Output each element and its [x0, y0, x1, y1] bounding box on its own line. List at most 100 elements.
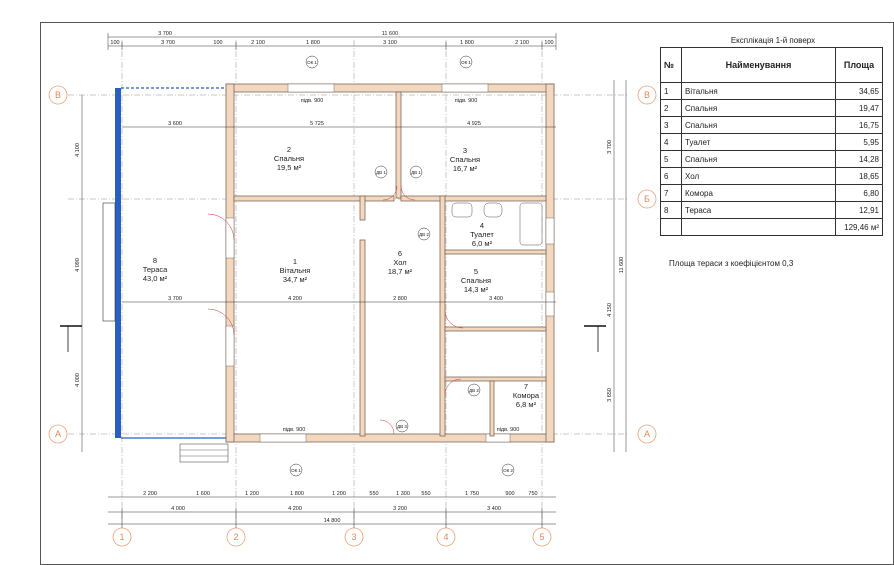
- row-name: Хол: [681, 167, 836, 185]
- bottom-dimensions: 4 000 4 200 3 200 3 400 14 800 2 200 1 6…: [108, 491, 556, 528]
- dim-bp-7: 550: [421, 491, 430, 497]
- dim-bp-2: 1 200: [245, 491, 259, 497]
- row-num: 6: [660, 167, 682, 185]
- row-area: 19,47: [835, 99, 883, 117]
- exterior-walls: [225, 83, 555, 443]
- entrance-steps: [179, 443, 229, 463]
- opening-dv2-a: ДВ 2: [419, 232, 429, 237]
- total-row: 129,46 м²: [660, 218, 883, 236]
- dim-top-j: 100: [544, 40, 553, 46]
- dim-inner-5: 2 800: [393, 296, 407, 302]
- explication-title: Експлікація 1-й поверх: [730, 36, 816, 45]
- toilet: [483, 202, 503, 218]
- header-name: Найменування: [681, 47, 836, 83]
- room-7-area: 6,8 м²: [516, 400, 537, 409]
- room-3-name: Спальня: [450, 155, 480, 164]
- table-row: 4 Туалет 5,95: [660, 133, 883, 151]
- dim-bottom-axis-2: 4 200: [288, 506, 302, 512]
- opening-dv1-b: ДВ 1: [411, 170, 421, 175]
- dim-right-b: 4 150: [607, 303, 613, 317]
- total-area: 129,46 м²: [835, 218, 883, 236]
- total-blank-b: [681, 218, 836, 236]
- dim-inner-3: 3 700: [168, 296, 182, 302]
- room-7-name: Комора: [513, 391, 540, 400]
- table-row: 6 Хол 18,65: [660, 167, 883, 185]
- dim-left-a: 4 100: [75, 143, 81, 157]
- room-6-num: 6: [398, 249, 402, 258]
- room-2-num: 2: [287, 145, 291, 154]
- room-6-name: Хол: [393, 258, 406, 267]
- axis-bubbles: 1 2 3 4 5 В А В Б А: [48, 85, 657, 547]
- room-8-area: 43,0 м²: [143, 274, 168, 283]
- room-labels: 8 Тераса 43,0 м² 2 Спальня 19,5 м² 3 Спа…: [143, 145, 540, 409]
- opening-dv2-b: ДВ 2: [469, 388, 479, 393]
- header-area: Площа: [835, 47, 883, 83]
- dim-inner-6: 3 400: [489, 296, 503, 302]
- axis-bubble-a-left: [48, 424, 68, 444]
- dim-bp-6: 1 300: [396, 491, 410, 497]
- axis-bubble-v-left: [48, 85, 68, 105]
- inner-dimensions: 3 600 5 725 4 925 3 700 4 200 2 800 3 40…: [122, 121, 556, 303]
- room-5-name: Спальня: [461, 276, 491, 285]
- explication-table: № Найменування Площа 1 Вітальня 34,65 2 …: [660, 47, 883, 236]
- room-8-num: 8: [153, 256, 157, 265]
- dim-bottom-axis-4: 3 400: [487, 506, 501, 512]
- opening-dv1-a: ДВ 1: [376, 170, 386, 175]
- room-4-name: Туалет: [470, 230, 494, 239]
- dim-bp-10: 750: [528, 491, 537, 497]
- axis-bubble-b-right: [637, 189, 657, 209]
- row-name: Тераса: [681, 201, 836, 219]
- row-name: Комора: [681, 184, 836, 202]
- room-1-area: 34,7 м²: [283, 275, 308, 284]
- row-name: Туалет: [681, 133, 836, 151]
- dim-bottom-total: 14 800: [324, 518, 341, 524]
- table-row: 7 Комора 6,80: [660, 184, 883, 202]
- dim-top-total: 11 600: [382, 31, 398, 37]
- room-1-num: 1: [293, 257, 297, 266]
- top-dimensions: 11 600 3 700 100 3 700 100 2 100 1 800 3…: [107, 31, 557, 50]
- room-2-name: Спальня: [274, 154, 304, 163]
- axis-bubble-a-right: [637, 424, 657, 444]
- row-num: 5: [660, 150, 682, 168]
- dim-inner-2: 4 925: [467, 121, 481, 127]
- row-area: 18,65: [835, 167, 883, 185]
- axis-label-4: 4: [443, 532, 448, 542]
- dim-inner-1: 5 725: [310, 121, 324, 127]
- sill-label-c: підв. 900: [283, 427, 306, 433]
- axis-label-5: 5: [539, 532, 544, 542]
- toilet-fixtures: [451, 202, 543, 246]
- dim-top-b: 100: [110, 40, 119, 46]
- table-row: 3 Спальня 16,75: [660, 116, 883, 134]
- table-row: 1 Вітальня 34,65: [660, 82, 883, 100]
- row-area: 6,80: [835, 184, 883, 202]
- opening-ok1-a: ОК 1: [307, 60, 317, 65]
- dim-bp-5: 550: [369, 491, 378, 497]
- bathtub: [519, 202, 543, 246]
- washbasin: [451, 202, 473, 218]
- interior-walls: [233, 91, 547, 437]
- dim-bp-3: 1 800: [290, 491, 304, 497]
- terrace-step: [102, 202, 116, 322]
- room-6-area: 18,7 м²: [388, 267, 413, 276]
- axis-label-a-left: А: [55, 429, 61, 439]
- dim-bottom-axis-1: 4 000: [171, 506, 185, 512]
- row-num: 3: [660, 116, 682, 134]
- side-dimensions: 4 100 4 090 4 000 3 700 4 150 3 650 11 6…: [75, 80, 627, 452]
- row-area: 34,65: [835, 82, 883, 100]
- dim-top-h: 1 800: [460, 40, 474, 46]
- dim-inner-4: 4 200: [288, 296, 302, 302]
- opening-ok2: ОК 2: [503, 468, 513, 473]
- table-row: 5 Спальня 14,28: [660, 150, 883, 168]
- row-name: Спальня: [681, 150, 836, 168]
- sill-label-b: підв. 900: [455, 98, 478, 104]
- dim-left-c: 4 000: [75, 373, 81, 387]
- sill-label-a: підв. 900: [301, 98, 324, 104]
- axis-label-a-right: А: [644, 429, 650, 439]
- row-name: Спальня: [681, 116, 836, 134]
- axis-label-2: 2: [233, 532, 238, 542]
- dim-bp-0: 2 200: [143, 491, 157, 497]
- row-name: Вітальня: [681, 82, 836, 100]
- axis-bubble-v-right: [637, 85, 657, 105]
- room-4-num: 4: [480, 221, 484, 230]
- explication-header-row: № Найменування Площа: [660, 47, 883, 83]
